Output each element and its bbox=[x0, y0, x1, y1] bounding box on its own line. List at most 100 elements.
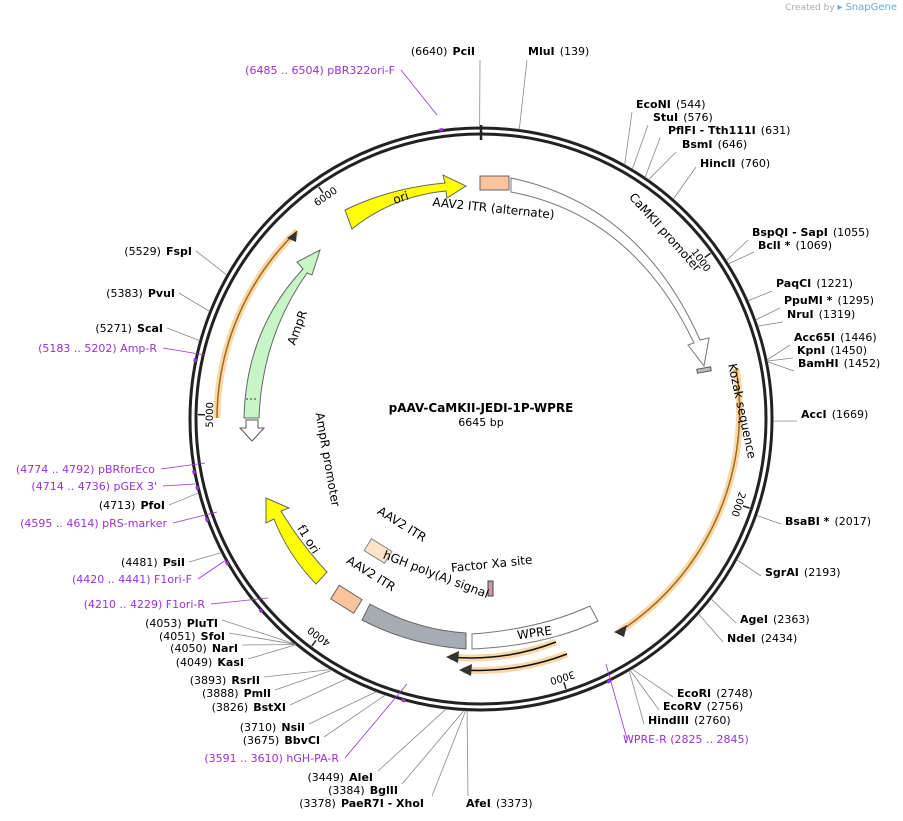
enzyme-site-label: BsaBI * (2017) bbox=[785, 510, 871, 529]
enzyme-name: MluI bbox=[528, 45, 555, 58]
primer-label: (4420 .. 4441) F1ori-F bbox=[72, 573, 192, 586]
enzyme-position: (4053) bbox=[145, 617, 182, 630]
enzyme-name: AccI bbox=[801, 408, 827, 421]
snapgene-logo: ▸ bbox=[837, 2, 843, 13]
enzyme-name: PmlI bbox=[244, 687, 271, 700]
enzyme-site-label: EcoRI (2748) bbox=[677, 682, 753, 701]
enzyme-position: (139) bbox=[560, 45, 590, 58]
enzyme-name: FspI bbox=[166, 245, 192, 258]
primer-label: (4774 .. 4792) pBRforEco bbox=[16, 463, 155, 476]
enzyme-leader-line bbox=[767, 361, 795, 372]
primer-label: (3591 .. 3610) hGH-PA-R bbox=[204, 752, 339, 765]
plasmid-name: pAAV-CaMKII-JEDI-1P-WPRE bbox=[389, 401, 574, 415]
primer-label: (6485 .. 6504) pBR322ori-F bbox=[245, 64, 395, 77]
primer-label: (4714 .. 4736) pGEX 3' bbox=[31, 480, 157, 493]
primer-leader-line bbox=[400, 69, 438, 116]
tick-label: 6000 bbox=[312, 185, 339, 209]
enzyme-leader-line bbox=[631, 668, 674, 698]
enzyme-site-label: StuI (576) bbox=[653, 106, 713, 125]
enzyme-position: (3675) bbox=[243, 734, 280, 747]
enzyme-position: (2434) bbox=[761, 632, 798, 645]
enzyme-leader-line bbox=[644, 137, 661, 178]
enzyme-site-label: HindIII (2760) bbox=[648, 709, 731, 728]
enzyme-site-label: EcoNI (544) bbox=[636, 93, 706, 112]
camkii-promoter-arrow bbox=[510, 177, 710, 368]
enzyme-position: (576) bbox=[683, 111, 713, 124]
enzyme-site-label: (3378) PaeR7I - XhoI bbox=[299, 792, 424, 811]
tick-label: 2000 bbox=[729, 490, 747, 518]
enzyme-leader-line bbox=[168, 492, 199, 506]
enzyme-site-label: AfeI (3373) bbox=[466, 792, 533, 811]
itr-box-lower bbox=[330, 584, 363, 614]
enzyme-position: (3893) bbox=[190, 674, 227, 687]
enzyme-position: (2748) bbox=[716, 687, 753, 700]
enzyme-name: BsmI bbox=[682, 138, 713, 151]
enzyme-position: (3378) bbox=[299, 797, 336, 810]
enzyme-name: PflFI - Tth111I bbox=[668, 124, 756, 137]
enzyme-site-label: EcoRV (2756) bbox=[663, 695, 743, 714]
enzyme-position: (1069) bbox=[795, 239, 832, 252]
features bbox=[238, 174, 712, 676]
enzyme-position: (1295) bbox=[837, 294, 874, 307]
enzyme-site-label: BclI * (1069) bbox=[758, 234, 832, 253]
primer-leader-line bbox=[344, 683, 408, 759]
enzyme-position: (3888) bbox=[202, 687, 239, 700]
enzyme-leader-line bbox=[624, 111, 633, 165]
snapgene-credit: Created by ▸ SnapGene bbox=[785, 2, 897, 13]
enzyme-position: (1319) bbox=[819, 308, 856, 321]
enzyme-position: (5383) bbox=[106, 287, 143, 300]
enzyme-leader-line bbox=[757, 321, 784, 327]
enzyme-leader-lines bbox=[166, 59, 798, 797]
enzyme-leader-line bbox=[289, 678, 348, 706]
enzyme-position: (2760) bbox=[694, 714, 731, 727]
tick-mark bbox=[563, 682, 567, 690]
enzyme-name: NruI bbox=[787, 308, 814, 321]
enzyme-position: (1450) bbox=[830, 344, 867, 357]
enzyme-name: NdeI bbox=[727, 632, 756, 645]
enzyme-position: (2756) bbox=[707, 700, 744, 713]
enzyme-name: AleI bbox=[349, 771, 373, 784]
feature-label-ampr: AmpR bbox=[285, 308, 310, 346]
tick-mark bbox=[311, 639, 317, 647]
enzyme-position: (2363) bbox=[773, 613, 810, 626]
primer-marks bbox=[160, 69, 628, 759]
enzyme-name: BbvCI bbox=[284, 734, 320, 747]
enzyme-name: SgrAI bbox=[765, 566, 799, 579]
feature-label-ori: ori bbox=[391, 189, 410, 207]
primer-label: (4210 .. 4229) F1ori-R bbox=[84, 598, 206, 611]
primer-leader-line bbox=[162, 483, 196, 487]
enzyme-position: (5529) bbox=[124, 245, 161, 258]
enzyme-position: (5271) bbox=[95, 322, 132, 335]
enzyme-site-label: PpuMI * (1295) bbox=[784, 289, 874, 308]
enzyme-position: (3826) bbox=[212, 701, 249, 714]
primer-label: WPRE-R (2825 .. 2845) bbox=[623, 733, 749, 746]
enzyme-leader-line bbox=[672, 166, 697, 200]
enzyme-leader-line bbox=[263, 669, 332, 678]
enzyme-site-label: HincII (760) bbox=[700, 152, 770, 171]
enzyme-position: (3373) bbox=[496, 797, 533, 810]
enzyme-name: KpnI bbox=[797, 344, 825, 357]
primer-leader-line bbox=[172, 511, 218, 524]
enzyme-position: (4481) bbox=[121, 556, 158, 569]
enzyme-leader-line bbox=[466, 710, 469, 797]
enzyme-position: (3384) bbox=[328, 784, 365, 797]
feature-label-wpre: WPRE bbox=[516, 624, 553, 643]
enzyme-position: (3710) bbox=[240, 721, 277, 734]
enzyme-site-label: KpnI (1450) bbox=[797, 339, 867, 358]
primer-site-mark bbox=[195, 485, 200, 491]
enzyme-site-label: BspQI - SapI (1055) bbox=[752, 221, 869, 240]
enzyme-leader-line bbox=[767, 357, 794, 362]
enzyme-name: BamHI bbox=[798, 357, 839, 370]
primer-site-mark bbox=[258, 608, 264, 614]
enzyme-name: EcoRV bbox=[663, 700, 702, 713]
tick-mark bbox=[704, 252, 711, 259]
enzyme-position: (6640) bbox=[411, 45, 448, 58]
enzyme-name: BspQI - SapI bbox=[752, 226, 828, 239]
enzyme-site-label: BamHI (1452) bbox=[798, 352, 880, 371]
feature-label-hgh-polya: hGH poly(A) signal bbox=[381, 548, 491, 601]
primer-leader-line bbox=[162, 347, 206, 356]
enzyme-leader-line bbox=[195, 250, 228, 276]
enzyme-site-label: (4050) NarI bbox=[170, 637, 238, 656]
enzyme-name: SfoI bbox=[201, 630, 225, 643]
